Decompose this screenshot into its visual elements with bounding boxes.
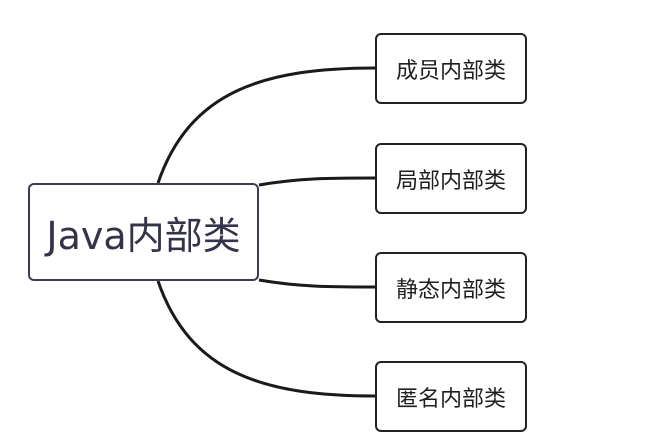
child-node-member-inner-class: 成员内部类 <box>375 33 527 104</box>
connector-to-anonymous-inner-class <box>156 280 377 398</box>
child-node-label: 静态内部类 <box>395 277 506 303</box>
child-node-label: 局部内部类 <box>395 168 506 194</box>
child-node-local-inner-class: 局部内部类 <box>375 143 527 214</box>
child-node-static-inner-class: 静态内部类 <box>375 252 527 323</box>
root-node-label: Java内部类 <box>46 213 241 258</box>
child-node-label: 成员内部类 <box>395 58 506 84</box>
connector-to-member-inner-class <box>156 66 377 184</box>
child-node-label: 匿名内部类 <box>395 386 506 412</box>
child-node-anonymous-inner-class: 匿名内部类 <box>375 361 527 432</box>
connector-layer <box>156 66 377 398</box>
root-node: Java内部类 <box>28 183 259 281</box>
connector-to-static-inner-class <box>258 278 377 289</box>
connector-to-local-inner-class <box>258 176 377 187</box>
